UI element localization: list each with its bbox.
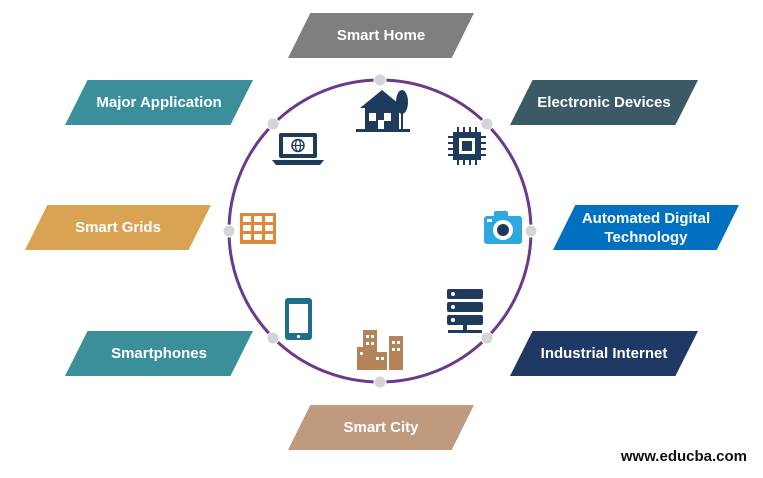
label-automated-line1: Automated Digital	[581, 209, 711, 227]
label-electronic-devices-text: Electronic Devices	[537, 94, 671, 111]
label-industrial-internet: Industrial Internet	[510, 331, 698, 376]
ring-node-automated	[524, 224, 538, 238]
server-icon	[447, 289, 483, 333]
label-smart-grids-text: Smart Grids	[75, 219, 161, 236]
buildings-icon	[357, 330, 403, 370]
label-major-application-text: Major Application	[96, 94, 222, 111]
label-smart-city: Smart City	[288, 405, 474, 450]
smartphone-icon	[285, 298, 312, 340]
label-industrial-internet-text: Industrial Internet	[540, 345, 668, 362]
laptop-icon	[272, 133, 324, 165]
label-smart-home-text: Smart Home	[336, 27, 426, 44]
ring-node-electronic-devices	[480, 117, 494, 131]
label-smartphones-text: Smartphones	[111, 345, 207, 362]
ring-node-smartphones	[266, 331, 280, 345]
ring-node-industrial	[480, 331, 494, 345]
label-electronic-devices: Electronic Devices	[510, 80, 698, 125]
chip-icon	[448, 127, 486, 165]
ring-node-smart-home	[373, 73, 387, 87]
ring-node-smart-city	[373, 375, 387, 389]
label-automated-line2: Technology	[604, 228, 688, 246]
watermark: www.educba.com	[620, 448, 747, 465]
grid-icon	[240, 213, 276, 244]
label-smart-city-text: Smart City	[343, 419, 419, 436]
ring-node-smart-grids	[222, 224, 236, 238]
label-smartphones: Smartphones	[65, 331, 253, 376]
label-major-application: Major Application	[65, 80, 253, 125]
ring-nodes	[222, 73, 538, 389]
ring-node-major-application	[266, 117, 280, 131]
label-automated-digital-technology: Automated Digital Technology	[553, 205, 739, 250]
label-smart-home: Smart Home	[288, 13, 474, 58]
label-smart-grids: Smart Grids	[25, 205, 211, 250]
house-icon	[356, 90, 410, 132]
camera-icon	[484, 211, 522, 244]
